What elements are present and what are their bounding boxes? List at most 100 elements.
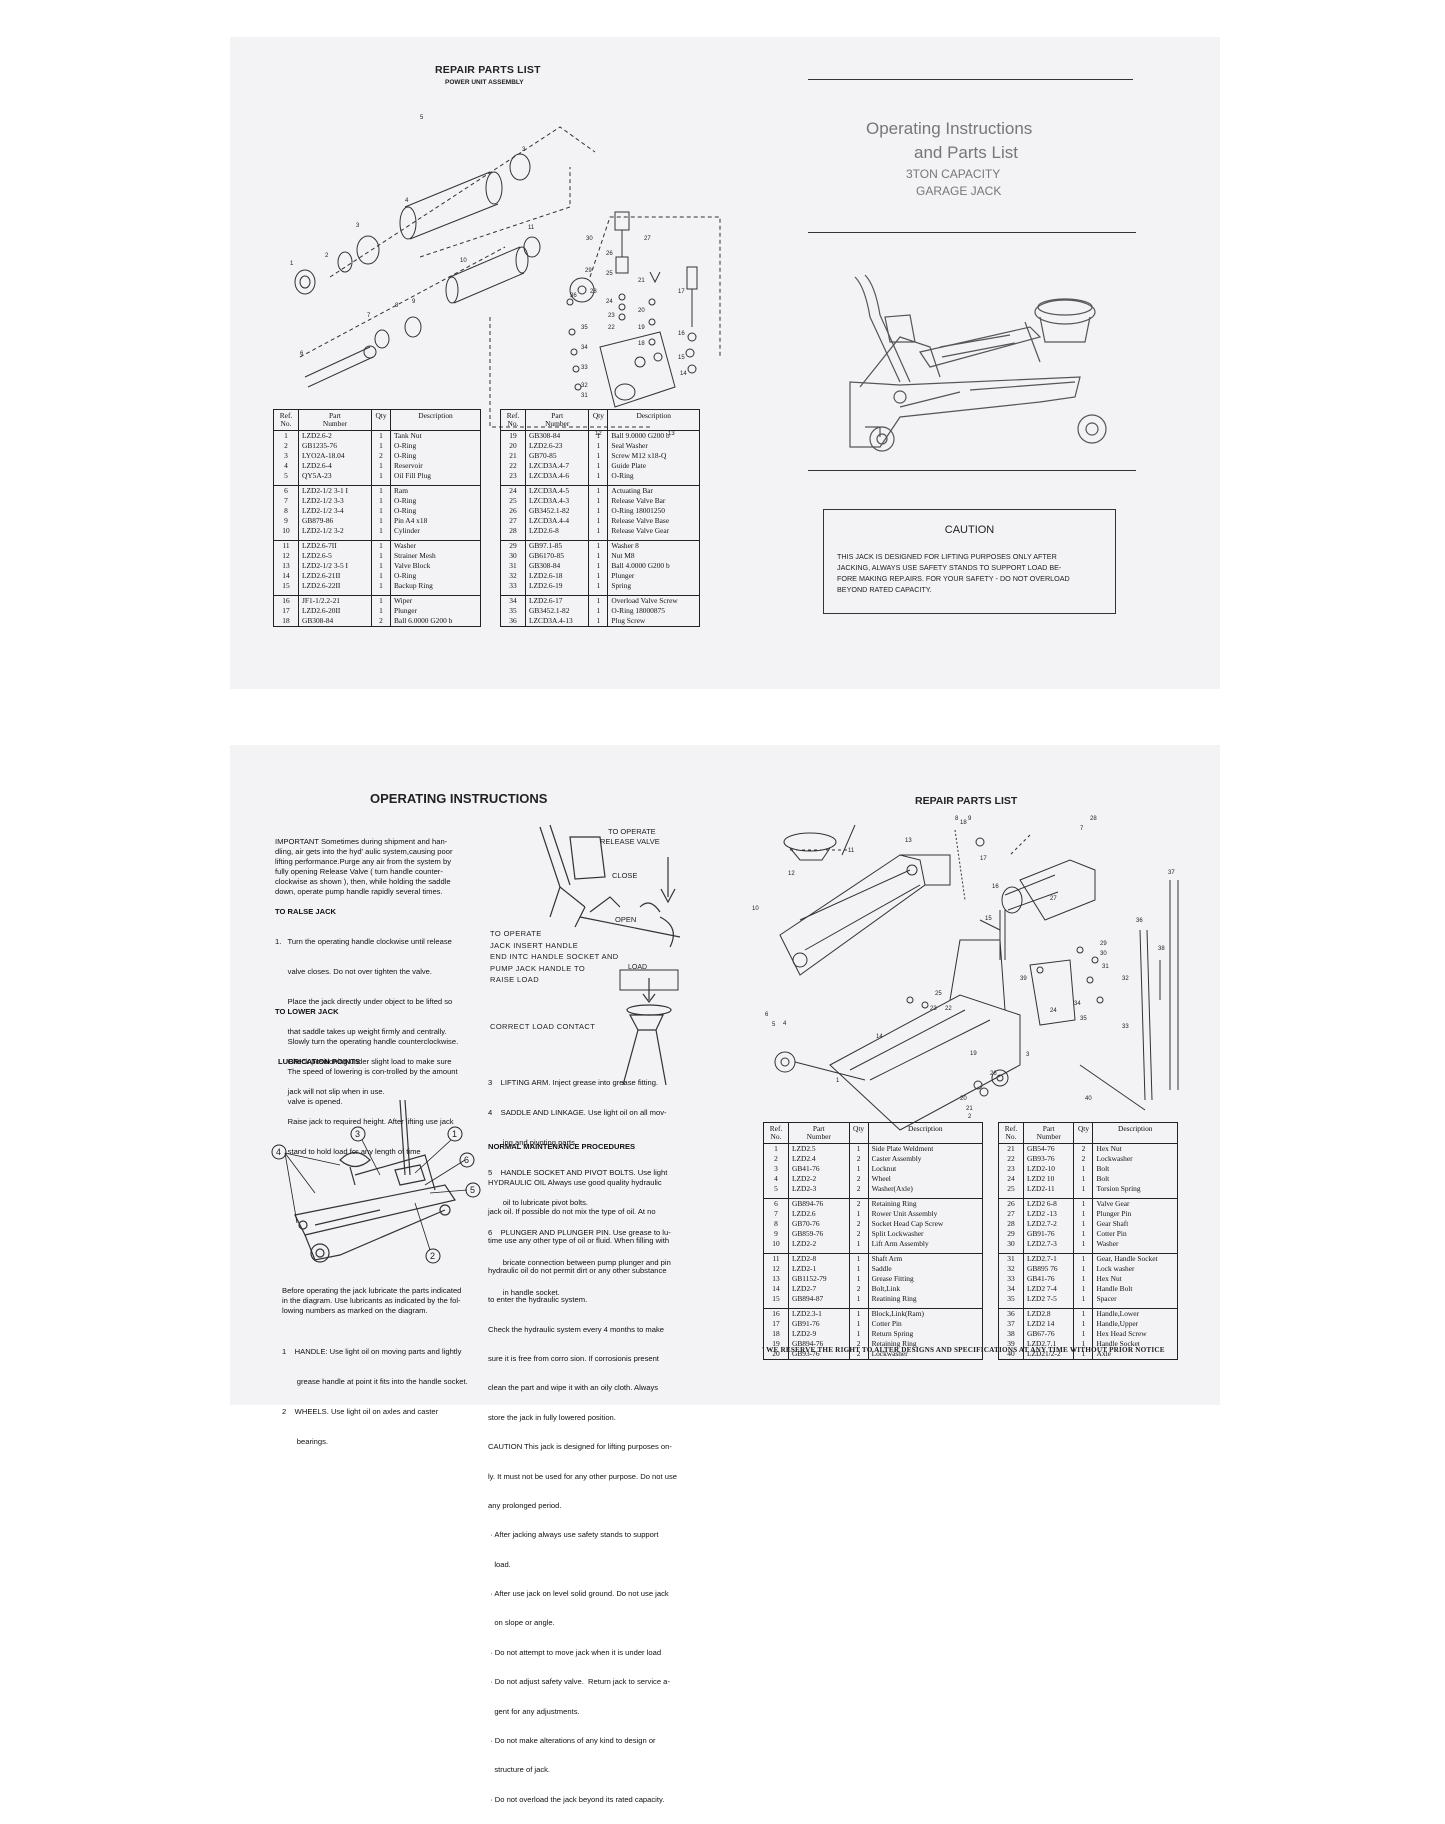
open-label: OPEN: [615, 915, 636, 924]
qty-cell: 1: [371, 516, 391, 526]
part-number-cell: LZD2.6-19: [524, 581, 590, 596]
maint-line: structure of jack.: [488, 1765, 551, 1775]
callout: 19: [638, 325, 645, 331]
callout: 19: [970, 1051, 977, 1057]
ref-cell: 1: [763, 1143, 789, 1154]
part-number-cell: LZD21/2-2: [1022, 1349, 1075, 1360]
ref-cell: 9: [763, 1229, 789, 1239]
maint-line: load.: [488, 1559, 511, 1569]
ref-cell: 37: [998, 1319, 1024, 1329]
description-cell: Plunger Pin: [1092, 1209, 1178, 1219]
description-cell: O-Ring 18000875: [607, 606, 700, 616]
release-valve-label: RELEASE VALVE: [600, 837, 660, 846]
qty-cell: 1: [371, 496, 391, 506]
maint-line: gent for any adjustments.: [488, 1706, 580, 1716]
callout: 23: [608, 313, 615, 319]
col-qty: Qty: [1073, 1122, 1094, 1144]
qty-cell: 1: [371, 441, 391, 451]
ref-cell: 24: [998, 1174, 1024, 1184]
qty-cell: 2: [848, 1174, 869, 1184]
ref-cell: 9: [273, 516, 299, 526]
maintenance-heading: NORMAL MAINTENANCE PROCEDURES: [488, 1142, 636, 1151]
part-number-cell: LZD2.8: [1022, 1308, 1075, 1319]
lube-item-line: in handle socket.: [488, 1288, 560, 1297]
before-line: Before operating the jack lubricate the …: [282, 1286, 462, 1295]
raise-line: jack will not slip when in use.: [275, 1087, 385, 1096]
ref-cell: 26: [998, 1198, 1024, 1209]
cover-capacity: 3TON CAPACITY: [906, 167, 1001, 181]
qty-cell: 1: [371, 571, 391, 581]
qty-cell: 1: [1073, 1229, 1094, 1239]
cover-product: GARAGE JACK: [916, 184, 1002, 198]
ref-cell: 32: [500, 571, 526, 581]
description-cell: Handle,Upper: [1092, 1319, 1178, 1329]
description-cell: Lockwasher: [867, 1349, 984, 1360]
qty-cell: 1: [588, 616, 609, 627]
qty-cell: 2: [848, 1184, 869, 1199]
col-qty: Qty: [848, 1122, 869, 1144]
part-number-cell: LZD2.6-21II: [298, 571, 372, 581]
callout: 3: [522, 147, 526, 153]
qty-cell: 1: [1073, 1349, 1094, 1360]
part-number-cell: LZD2.6-17: [524, 595, 590, 606]
part-number-cell: LZD2.6-20II: [298, 606, 372, 616]
ref-cell: 31: [500, 561, 526, 571]
part-number-cell: LZD2 7-4: [1022, 1284, 1075, 1294]
callout: 33: [1122, 1024, 1129, 1030]
description-cell: Wheel: [867, 1174, 984, 1184]
description-cell: Cylinder: [390, 526, 481, 541]
power-unit-subtitle: POWER UNIT ASSEMBLY: [445, 79, 524, 86]
description-cell: Release Valve Bar: [607, 496, 700, 506]
qty-cell: 1: [371, 526, 391, 541]
ref-cell: 11: [763, 1253, 789, 1264]
ref-cell: 33: [998, 1274, 1024, 1284]
description-cell: Lift Arm Assembly: [867, 1239, 984, 1254]
maint-line: to enter the hydraulic system.: [488, 1295, 588, 1305]
qty-cell: 1: [1073, 1219, 1094, 1229]
col-ref: Ref.No.: [998, 1122, 1024, 1144]
part-number-cell: GB308-84: [524, 561, 590, 571]
part-number-cell: LYO2A-18.04: [298, 451, 372, 461]
ref-cell: 3: [273, 451, 299, 461]
qty-cell: 1: [588, 571, 609, 581]
part-number-cell: QY5A-23: [298, 471, 372, 486]
maint-line: CAUTION This jack is designed for liftin…: [488, 1442, 672, 1452]
callout: 28: [1090, 816, 1097, 822]
raise-line: stand to hold load for any length of tim…: [275, 1147, 421, 1156]
description-cell: Hex Nut: [1092, 1274, 1178, 1284]
ref-cell: 19: [500, 430, 526, 441]
callout: 2: [968, 1114, 972, 1120]
description-cell: O-Ring: [390, 506, 481, 516]
callout: 21: [966, 1106, 973, 1112]
part-number-cell: GB3452.1-82: [524, 606, 590, 616]
qty-cell: 1: [1073, 1209, 1094, 1219]
part-number-cell: LZD2-2: [788, 1174, 850, 1184]
description-cell: Oil Fill Plug: [390, 471, 481, 486]
cover-title-line1: Operating Instructions: [866, 119, 1033, 138]
description-cell: Washer 8: [607, 540, 700, 551]
part-number-cell: LZD2-7: [788, 1284, 850, 1294]
part-number-cell: GB41-76: [788, 1164, 850, 1174]
operate-line: JACK INSERT HANDLE: [490, 940, 579, 950]
part-number-cell: LZD2.6-18: [524, 571, 590, 581]
caution-line: THIS JACK IS DESIGNED FOR LIFTING PURPOS…: [837, 552, 1057, 561]
maint-line: sure it is free from corro sion. If corr…: [488, 1353, 659, 1363]
